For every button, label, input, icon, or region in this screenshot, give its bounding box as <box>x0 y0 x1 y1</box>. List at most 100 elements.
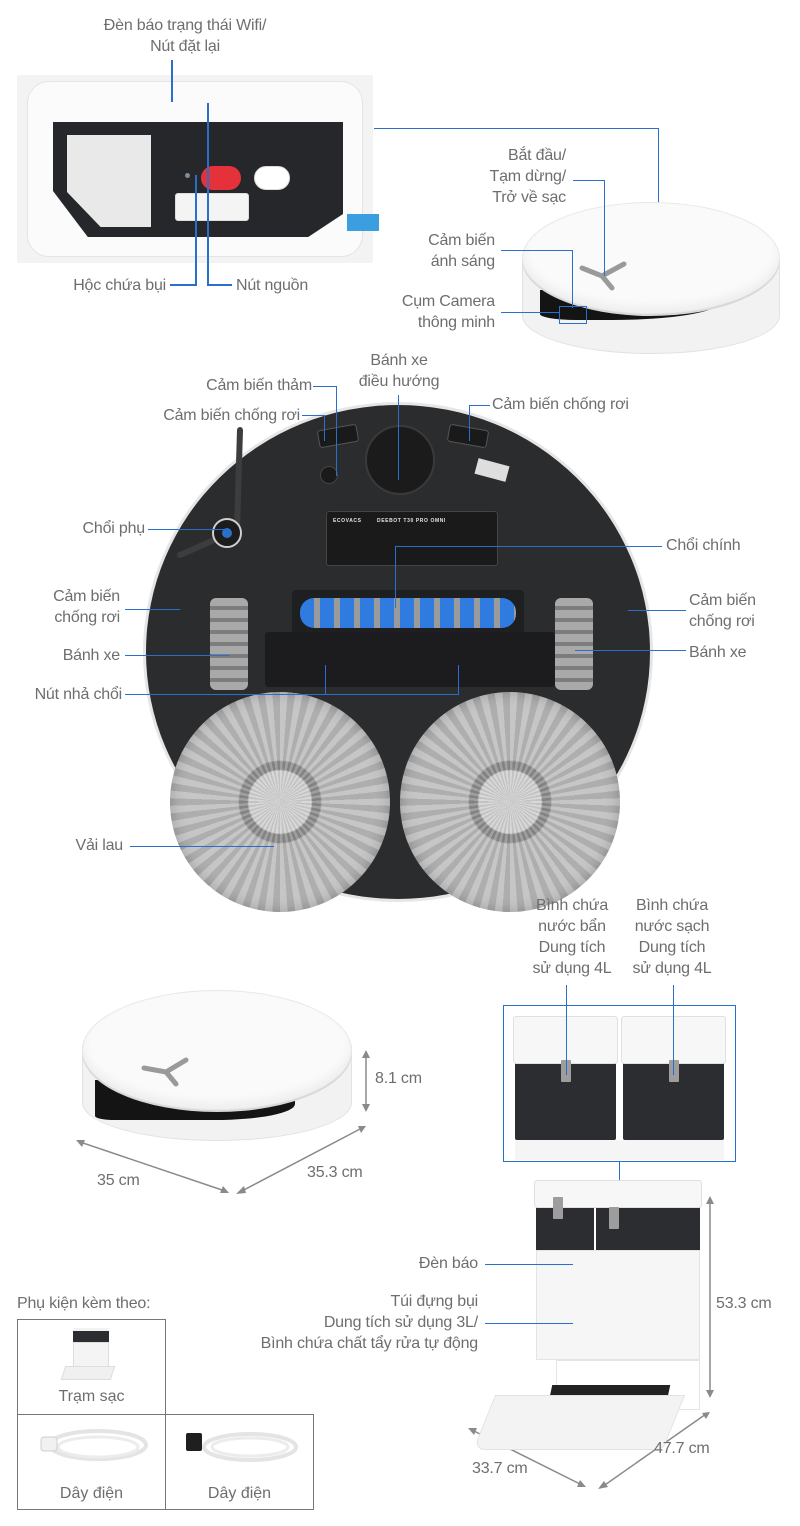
cliff-top-right-leader-h <box>469 405 490 406</box>
indicator-leader <box>485 1264 573 1265</box>
main-brush-leader-v <box>395 546 396 608</box>
robot-height-label: 8.1 cm <box>375 1070 422 1087</box>
dirty-tank-line2: nước bẩn <box>538 918 606 935</box>
cliff-sensor-top-left-label: Cảm biến chống rơi <box>163 407 300 424</box>
dustbag-label: Túi đựng bụi Dung tích sử dụng 3L/ Bình … <box>200 1291 479 1354</box>
carpet-sensor-leader-h <box>313 386 337 387</box>
dirty-tank-line3: Dung tích <box>538 939 606 956</box>
start-label-line2: Tạm dừng/ <box>489 168 567 185</box>
main-brush-leader-h <box>395 546 662 547</box>
accessory-label: Trạm sạc <box>58 1388 125 1405</box>
clean-tank-line1: Bình chứa <box>635 897 709 914</box>
cliff-sensor-left-side-label: Cảm biến chống rơi <box>20 586 120 628</box>
start-leader-line-v <box>604 180 605 276</box>
cliff-top-right-leader-v <box>469 405 470 441</box>
tank-base <box>515 1140 724 1160</box>
brush-release-leader-h <box>125 694 459 695</box>
nav-wheel-line1: Bánh xe <box>370 352 428 369</box>
side-brush-label: Chổi phụ <box>82 520 146 537</box>
side-brush-hub-icon <box>212 518 242 548</box>
cliff-top-left-leader-v <box>324 415 325 441</box>
accessory-label: Dây điện <box>59 1485 124 1502</box>
charging-station-icon-ramp <box>60 1366 116 1380</box>
dustbag-line1: Túi đựng bụi <box>390 1293 479 1310</box>
carpet-sensor-leader-v <box>336 386 337 476</box>
camera-label-line2: thông minh <box>417 314 495 331</box>
wifi-indicator-label: Đèn báo trạng thái Wifi/ Nút đặt lại <box>60 15 310 57</box>
cliff-sensor-right-side-label: Cảm biến chống rơi <box>689 590 756 632</box>
left-wheel-image <box>210 598 248 690</box>
power-cord-uk-icon <box>186 1432 298 1462</box>
brush-release-label: Nút nhả chổi <box>34 686 123 703</box>
power-button-label: Nút nguồn <box>236 277 309 294</box>
wheel-left-label: Bánh xe <box>62 647 121 664</box>
product-label-plate: ECOVACS DEEBOT T30 PRO OMNI <box>326 511 498 566</box>
light-sensor-line1: Cảm biến <box>428 232 495 249</box>
clean-tank-line2: nước sạch <box>634 918 710 935</box>
mop-leader <box>130 846 274 847</box>
nav-wheel-line2: điều hướng <box>358 373 440 390</box>
nav-wheel-image <box>365 425 435 495</box>
station-latch-left-icon <box>553 1197 563 1219</box>
plate-model-text: DEEBOT T30 PRO OMNI <box>377 518 446 524</box>
mop-pad-right-image <box>400 692 620 912</box>
dirty-tank-lid <box>513 1016 618 1064</box>
brush-release-leader-v2 <box>458 665 459 695</box>
cliff-left-line1: Cảm biến <box>53 588 120 605</box>
carpet-sensor-label: Cảm biến thảm <box>206 377 312 394</box>
cliff-top-left-leader-h <box>302 415 325 416</box>
station-width-label: 33.7 cm <box>472 1460 528 1477</box>
camera-leader-line <box>501 312 559 313</box>
station-height-label: 53.3 cm <box>716 1295 772 1312</box>
robot-top-image <box>522 202 780 314</box>
light-sensor-leader-h <box>501 250 573 251</box>
dirty-tank-line1: Bình chứa <box>535 897 609 914</box>
cliff-right-line2: chống rơi <box>689 613 755 630</box>
start-leader-line-h <box>573 180 605 181</box>
station-body-image <box>536 1250 700 1360</box>
dustbin-leader-line-v <box>195 175 197 285</box>
wifi-led-icon <box>185 173 190 178</box>
camera-label-line1: Cụm Camera <box>401 293 495 310</box>
wheel-left-leader <box>125 655 230 656</box>
power-cord-eu-icon <box>40 1429 148 1461</box>
accessory-power-cord-2: Dây điện <box>165 1414 314 1510</box>
main-brush-label: Chổi chính <box>666 537 741 554</box>
charging-station-icon <box>73 1328 109 1342</box>
cliff-left-line2: chống rơi <box>54 609 120 626</box>
wheel-right-label: Bánh xe <box>689 644 747 661</box>
accessory-label: Dây điện <box>207 1485 272 1502</box>
frame-to-station-leader <box>619 1162 620 1192</box>
dustbin-leader-line-h <box>170 284 197 286</box>
power-leader-line-v <box>207 103 209 285</box>
indicator-light-label: Đèn báo <box>418 1255 478 1272</box>
side-brush-leader <box>148 529 228 530</box>
dirty-tank-line4: sử dụng 4L <box>532 960 612 977</box>
robot-width-label: 35 cm <box>97 1172 140 1189</box>
power-leader-line-h <box>207 284 232 286</box>
tanks-closeup-frame <box>503 1005 736 1162</box>
start-label-line3: Trở về sạc <box>492 189 566 206</box>
panel-connector-line-v <box>658 128 659 216</box>
light-sensor-line2: ánh sáng <box>430 253 495 270</box>
robot-dim-y-icon <box>141 1057 189 1087</box>
station-depth-label: 47.7 cm <box>654 1440 710 1457</box>
cliff-sensor-top-right-label: Cảm biến chống rơi <box>492 396 629 413</box>
plate-brand-text: ECOVACS <box>333 518 362 524</box>
cliff-right-line1: Cảm biến <box>689 592 756 609</box>
clean-tank-latch-icon <box>669 1060 679 1082</box>
dustbag-line3: Bình chứa chất tẩy rửa tự động <box>260 1335 479 1352</box>
accessory-charging-station: Trạm sạc <box>17 1319 166 1415</box>
start-button-y-icon <box>579 261 627 291</box>
secondary-button-image <box>254 166 290 190</box>
clean-tank-leader <box>673 985 674 1075</box>
station-latch-right-icon <box>609 1207 619 1229</box>
dustbag-leader <box>485 1323 573 1324</box>
camera-highlight-box <box>559 306 587 324</box>
mop-label: Vải lau <box>75 837 123 854</box>
cliff-right-side-leader <box>628 610 686 611</box>
cliff-left-side-leader <box>125 609 180 610</box>
clean-tank-line3: Dung tích <box>638 939 706 956</box>
nav-wheel-label: Bánh xe điều hướng <box>340 350 458 392</box>
start-pause-label: Bắt đầu/ Tạm dừng/ Trở về sạc <box>440 145 567 208</box>
